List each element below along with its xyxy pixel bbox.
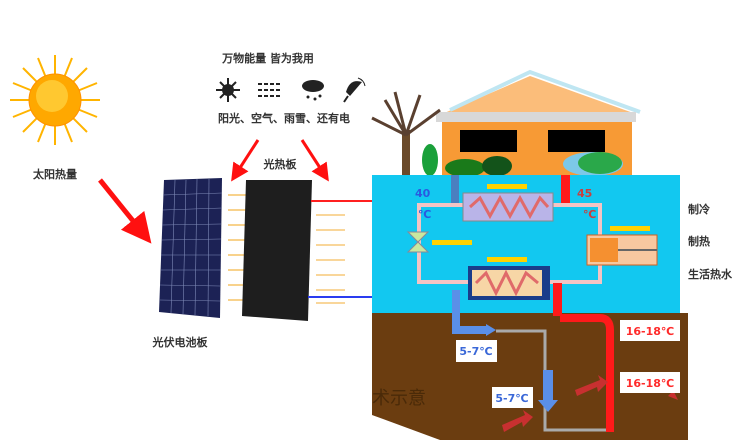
cold-riser: [451, 175, 459, 205]
temp-box-warm-2: 16-18℃: [620, 372, 680, 393]
temp-box-cold-2: 5-7℃: [492, 387, 533, 408]
function-heating: 制热: [688, 234, 710, 248]
sun-illustration: [10, 55, 100, 145]
evaporator-exchanger: [468, 257, 550, 300]
temp-box-cold-1: 5-7℃: [456, 340, 497, 362]
hot-riser: [561, 175, 570, 205]
thermal-panel-label: 光热板: [263, 157, 298, 171]
warm-flow-pipe: [560, 314, 614, 432]
down-flow-arrow: [543, 370, 553, 402]
expansion-valve-icon: [406, 231, 472, 253]
satellite-dish-icon: [343, 77, 366, 103]
function-cooling: 制冷: [688, 202, 710, 216]
arrow-to-pv: [231, 139, 260, 182]
condenser-exchanger: [462, 184, 554, 222]
cold-flow-pipe: [452, 290, 486, 334]
arrow-to-thermal: [300, 139, 329, 182]
pv-panel: [159, 178, 223, 318]
svg-text:5-7℃: 5-7℃: [459, 345, 492, 358]
sun-arrow: [98, 178, 152, 244]
supply-temp-unit: ℃: [583, 208, 596, 221]
return-temp-unit: ℃: [418, 208, 431, 221]
top-caption-title: 万物能量 皆为我用: [221, 51, 314, 65]
heat-rays-right: [316, 214, 345, 304]
compressor: [586, 226, 658, 266]
sun-icon: [216, 78, 240, 102]
svg-text:5-7℃: 5-7℃: [495, 392, 528, 405]
supply-temp: 45: [577, 187, 592, 200]
sun-label: 太阳热量: [32, 167, 77, 181]
return-temp: 40: [415, 187, 431, 200]
thermal-panel: [242, 180, 312, 321]
svg-text:16-18℃: 16-18℃: [626, 377, 675, 390]
temp-box-warm-1: 16-18℃: [620, 320, 680, 341]
pv-panel-label: 光伏电池板: [152, 335, 209, 349]
svg-text:16-18℃: 16-18℃: [626, 325, 675, 338]
function-hot-water: 生活热水: [688, 267, 733, 281]
energy-sources-label: 阳光、空气、雨雪、还有电: [218, 111, 350, 125]
air-icon: [258, 83, 281, 97]
house-illustration: [371, 69, 641, 177]
watermark-text: 术示意: [372, 388, 426, 409]
rain-snow-icon: [302, 80, 324, 101]
